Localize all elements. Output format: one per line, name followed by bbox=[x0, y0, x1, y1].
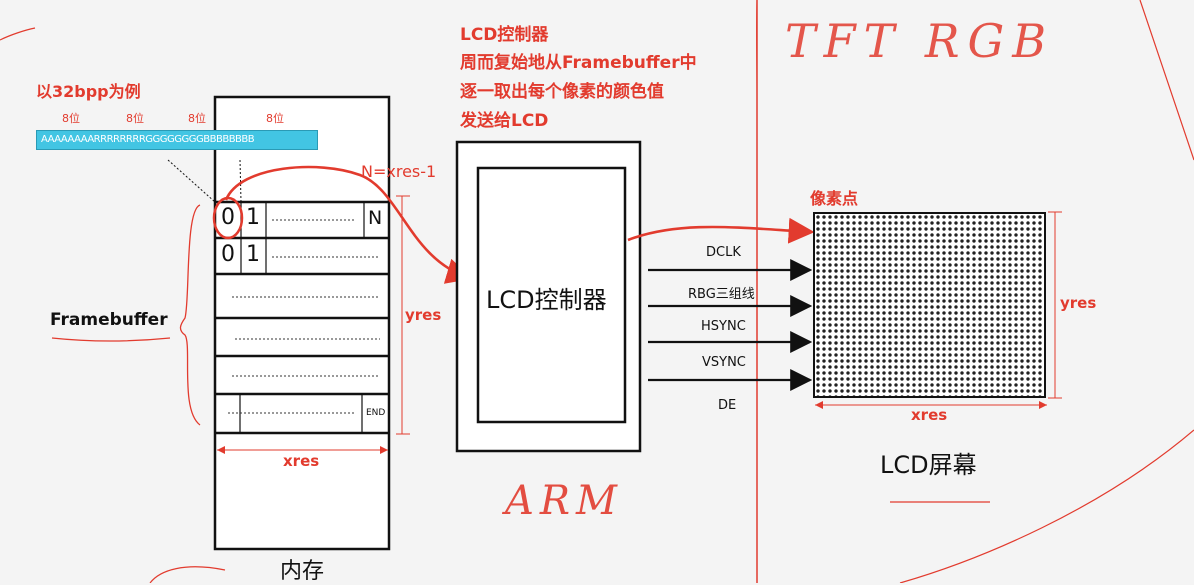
fb-yres-label: yres bbox=[405, 306, 441, 324]
bpp-title: 以32bpp为例 bbox=[36, 78, 141, 102]
fb-n-label: N=xres-1 bbox=[361, 162, 436, 181]
fb-row1-cell1: 1 bbox=[246, 205, 260, 230]
framebuffer-underline bbox=[52, 338, 170, 341]
signal-rgb: RBG三组线 bbox=[688, 283, 755, 302]
framebuffer-brace bbox=[180, 205, 200, 425]
fb-row2-cell1: 1 bbox=[246, 242, 260, 267]
fb-xres-label: xres bbox=[283, 452, 319, 470]
lcd-screen-label: LCD屏幕 bbox=[880, 445, 977, 480]
fb-row1-cellN: N bbox=[368, 207, 382, 229]
byte-label-1: 8位 bbox=[62, 110, 80, 126]
red-arc-bottomleft bbox=[150, 567, 225, 583]
memory-label: 内存 bbox=[280, 553, 324, 585]
fb-end-label: END bbox=[366, 408, 385, 418]
controller-desc-line-3: 逐一取出每个像素的颜色值 bbox=[460, 77, 664, 102]
send-arrow bbox=[628, 227, 812, 240]
controller-desc-line-1: LCD控制器 bbox=[460, 20, 548, 45]
framebuffer-label: Framebuffer bbox=[50, 310, 168, 330]
lcd-controller-label: LCD控制器 bbox=[486, 280, 607, 315]
controller-desc-line-4: 发送给LCD bbox=[460, 106, 548, 131]
fb-row2-cell0: 0 bbox=[221, 242, 235, 267]
red-arc-left bbox=[0, 28, 35, 40]
signal-de: DE bbox=[718, 398, 736, 413]
pixel-bits-bar: AAAAAAAARRRRRRRRGGGGGGGGBBBBBBBB bbox=[36, 130, 318, 150]
lcd-xres-label: xres bbox=[911, 406, 947, 424]
tft-rgb-handwriting: TFT RGB bbox=[785, 14, 1054, 68]
pixel-point-label: 像素点 bbox=[810, 185, 858, 209]
red-arc-topright bbox=[1140, 0, 1194, 160]
signal-hsync: HSYNC bbox=[701, 319, 746, 334]
byte-label-3: 8位 bbox=[188, 110, 206, 126]
signal-dclk: DCLK bbox=[706, 245, 741, 260]
fb-row1-cell0: 0 bbox=[221, 205, 235, 230]
byte-label-2: 8位 bbox=[126, 110, 144, 126]
controller-desc-line-2: 周而复始地从Framebuffer中 bbox=[460, 48, 697, 73]
byte-label-4: 8位 bbox=[266, 110, 284, 126]
signal-vsync: VSYNC bbox=[702, 355, 746, 370]
lcd-yres-label: yres bbox=[1060, 294, 1096, 312]
lcd-pixel-grid bbox=[813, 212, 1046, 398]
arm-handwriting: ARM bbox=[505, 478, 623, 524]
